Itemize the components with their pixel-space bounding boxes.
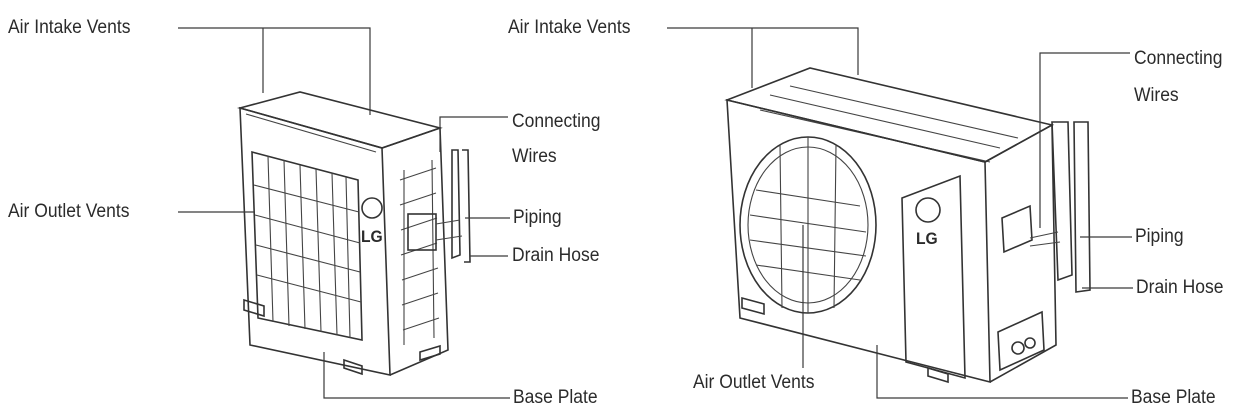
leader-left-connecting-wires	[439, 116, 508, 152]
label-right-drain-hose: Drain Hose	[1136, 277, 1224, 298]
label-left-drain-hose: Drain Hose	[512, 245, 600, 266]
leader-left-air-intake	[178, 27, 371, 115]
brand-logo-right: LG	[916, 229, 938, 248]
leader-right-base-plate	[876, 345, 1128, 399]
right-outdoor-unit	[724, 67, 1091, 384]
label-right-piping: Piping	[1135, 226, 1184, 247]
label-left-connecting-wires: Connecting Wires	[512, 111, 601, 167]
label-right-base-plate: Base Plate	[1131, 387, 1216, 408]
left-outdoor-unit	[236, 91, 471, 376]
label-left-base-plate: Base Plate	[513, 387, 598, 408]
label-left-air-outlet-vents: Air Outlet Vents	[8, 201, 130, 222]
label-right-air-intake-vents: Air Intake Vents	[508, 17, 631, 38]
label-left-piping: Piping	[513, 207, 562, 228]
leader-right-air-intake	[667, 27, 859, 88]
label-right-connecting-wires: Connecting Wires	[1134, 48, 1223, 106]
brand-logo-left: LG	[361, 227, 383, 246]
leader-left-base-plate	[323, 352, 510, 399]
label-right-air-outlet-vents: Air Outlet Vents	[693, 372, 815, 393]
leader-right-connecting-wires	[1039, 52, 1130, 228]
label-left-air-intake-vents: Air Intake Vents	[8, 17, 131, 38]
